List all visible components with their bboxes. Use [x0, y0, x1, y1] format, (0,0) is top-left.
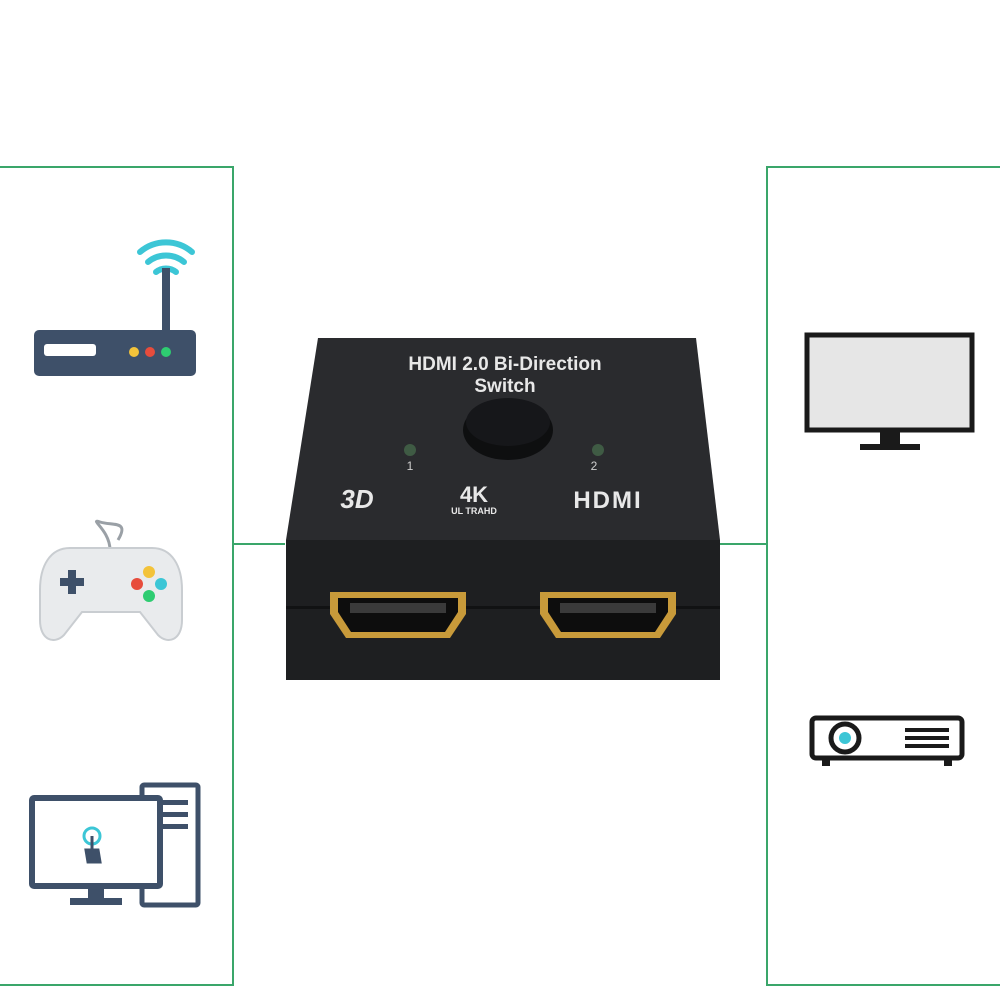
monitor-icon: [804, 332, 975, 450]
projector-icon: [809, 715, 965, 766]
desktop-computer-icon: [29, 782, 201, 908]
left-bracket-line: [0, 166, 234, 986]
logo-hdmi: HDMI: [573, 487, 642, 514]
hdmi-port-1[interactable]: [330, 592, 466, 638]
connector-lines: [0, 166, 1000, 986]
right-bracket-line: [766, 166, 1000, 986]
logo-4k: 4K: [460, 482, 488, 507]
led-2-indicator: [592, 444, 604, 456]
game-controller-icon: [39, 519, 183, 641]
hdmi-switch-device: HDMI 2.0 Bi-Direction Switch 1 2 3D 4K U…: [286, 338, 720, 680]
led-1-label: 1: [407, 459, 414, 473]
hdmi-port-2[interactable]: [540, 592, 676, 638]
led-1-indicator: [404, 444, 416, 456]
device-title-line2: Switch: [474, 376, 535, 397]
device-title-line1: HDMI 2.0 Bi-Direction: [408, 354, 601, 375]
wifi-router-icon: [34, 239, 196, 376]
logo-4k-sub: UL TRAHD: [451, 506, 497, 516]
led-2-label: 2: [591, 459, 598, 473]
logo-3d: 3D: [340, 484, 373, 514]
